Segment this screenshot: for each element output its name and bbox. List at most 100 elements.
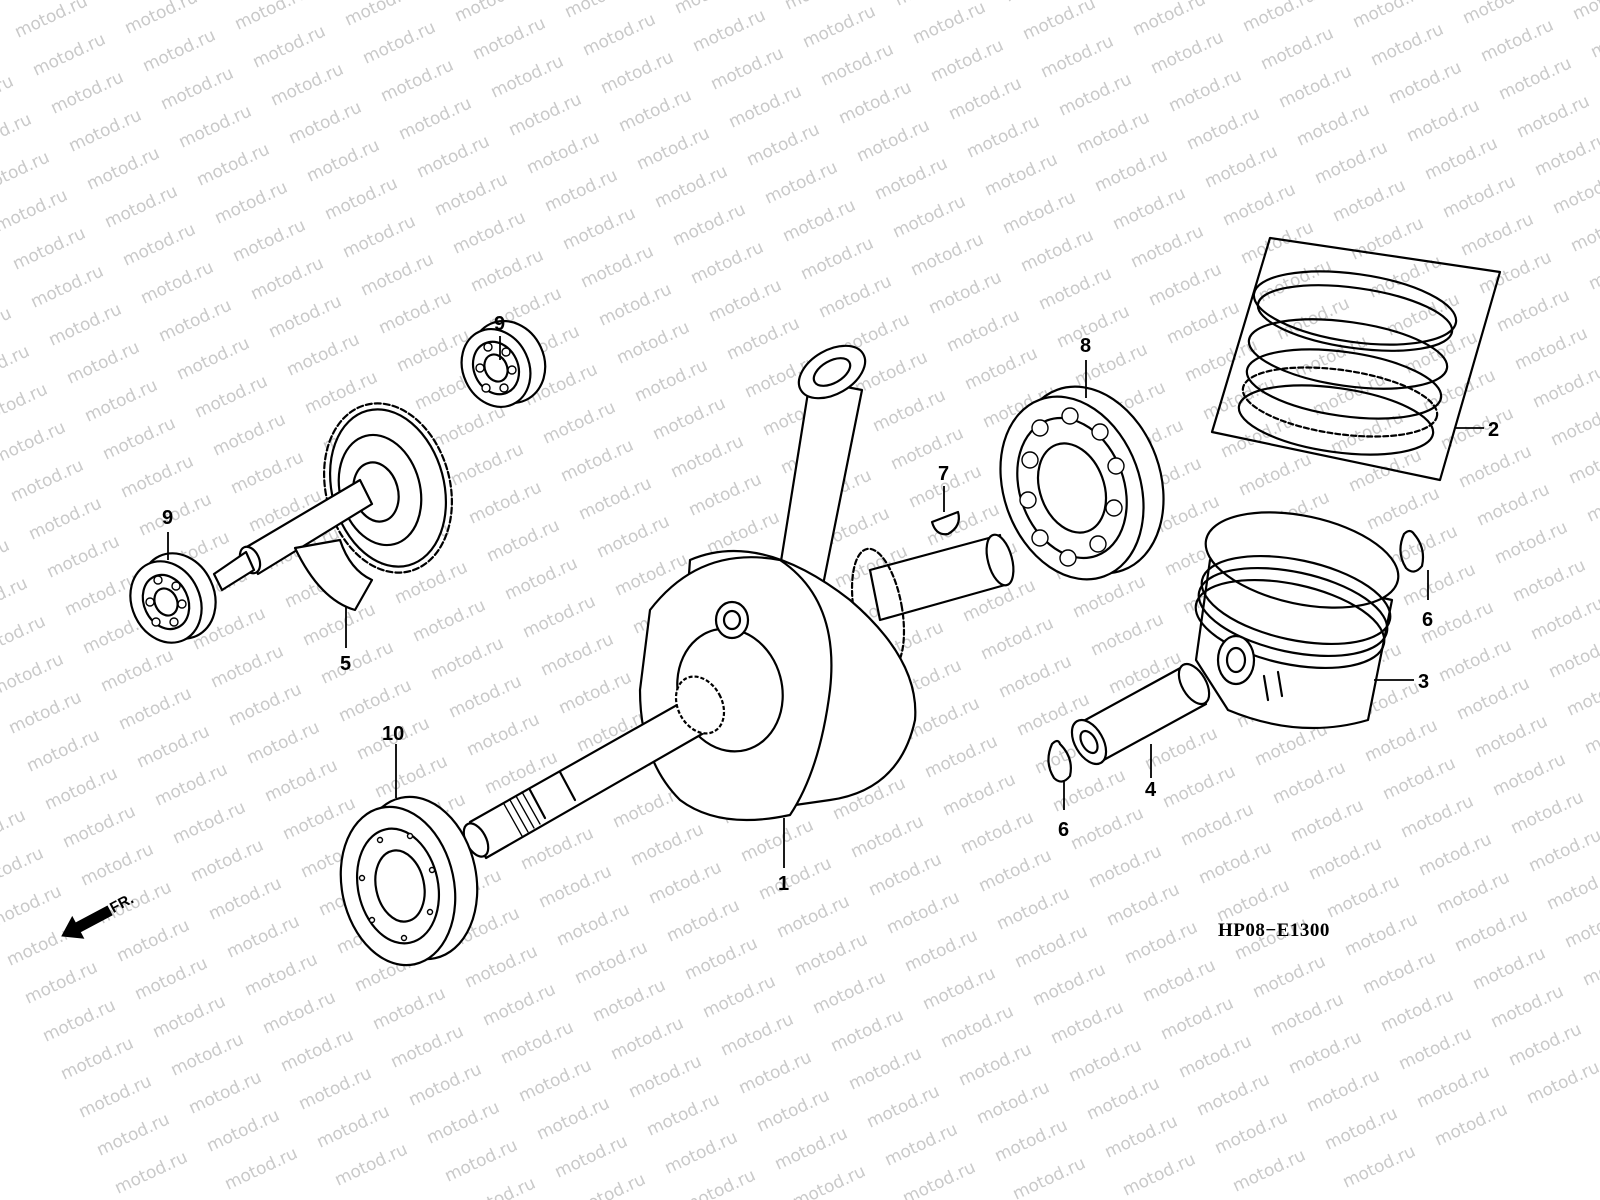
- woodruff-key-7[interactable]: [930, 510, 960, 536]
- watermark-text: motod.ru: [652, 161, 731, 212]
- watermark-text: motod.ru: [410, 595, 489, 646]
- watermark-text: motod.ru: [462, 941, 541, 992]
- watermark-text: motod.ru: [578, 241, 657, 292]
- watermark-text: motod.ru: [1488, 981, 1567, 1032]
- watermark-text: motod.ru: [1544, 863, 1600, 914]
- watermark-text: motod.ru: [1434, 867, 1513, 918]
- circlip-6-right[interactable]: [1399, 529, 1425, 573]
- piston-pin-4[interactable]: [1065, 659, 1216, 770]
- watermark-text: motod.ru: [596, 279, 675, 330]
- watermark-text: motod.ru: [0, 341, 33, 392]
- watermark-text: motod.ru: [0, 881, 65, 932]
- watermark-text: motod.ru: [1524, 1057, 1600, 1108]
- watermark-text: motod.ru: [608, 1013, 687, 1064]
- watermark-text: motod.ru: [58, 1033, 137, 1084]
- piston-3[interactable]: [1188, 497, 1407, 730]
- watermark-text: motod.ru: [598, 47, 677, 98]
- watermark-text: motod.ru: [738, 815, 817, 866]
- balancer-shaft-5[interactable]: [212, 389, 470, 612]
- watermark-text: motod.ru: [1196, 837, 1275, 888]
- watermark-text: motod.ru: [884, 887, 963, 938]
- callout-7[interactable]: 7: [938, 463, 949, 485]
- watermark-text: motod.ru: [1322, 1103, 1401, 1154]
- watermark-text: motod.ru: [1140, 955, 1219, 1006]
- watermark-text: motod.ru: [1056, 69, 1135, 120]
- watermark-text: motod.ru: [460, 1173, 539, 1200]
- watermark-text: motod.ru: [1514, 91, 1593, 142]
- watermark-text: motod.ru: [484, 515, 563, 566]
- watermark-text: motod.ru: [250, 21, 329, 72]
- watermark-text: motod.ru: [0, 649, 67, 700]
- watermark-text: motod.ru: [138, 257, 217, 308]
- watermark-text: motod.ru: [1270, 757, 1349, 808]
- watermark-text: motod.ru: [1580, 939, 1600, 990]
- callout-4[interactable]: 4: [1145, 779, 1157, 801]
- watermark-text: motod.ru: [908, 229, 987, 280]
- watermark-text: motod.ru: [1550, 167, 1600, 218]
- watermark-text: motod.ru: [982, 149, 1061, 200]
- watermark-text: motod.ru: [1364, 483, 1443, 534]
- watermark-text: motod.ru: [744, 119, 823, 170]
- watermark-text: motod.ru: [1496, 53, 1575, 104]
- watermark-text: motod.ru: [248, 253, 327, 304]
- watermark-text: motod.ru: [488, 51, 567, 102]
- watermark-text: motod.ru: [1166, 65, 1245, 116]
- watermark-text: motod.ru: [670, 199, 749, 250]
- watermark-text: motod.ru: [414, 131, 493, 182]
- circlip-6-left[interactable]: [1047, 739, 1072, 783]
- callout-8[interactable]: 8: [1080, 335, 1091, 357]
- watermark-text: motod.ru: [700, 971, 779, 1022]
- watermark-text: motod.ru: [208, 641, 287, 692]
- bearing-10[interactable]: [327, 786, 492, 976]
- watermark-text: motod.ru: [358, 249, 437, 300]
- watermark-text: motod.ru: [870, 385, 949, 436]
- callout-6-left[interactable]: 6: [1058, 819, 1069, 841]
- watermark-text: motod.ru: [1472, 711, 1551, 762]
- bearing-8[interactable]: [976, 366, 1189, 600]
- callout-5[interactable]: 5: [340, 653, 351, 675]
- callout-1[interactable]: 1: [778, 873, 789, 895]
- watermark-text: motod.ru: [210, 409, 289, 460]
- watermark-text: motod.ru: [376, 287, 455, 338]
- callout-2[interactable]: 2: [1488, 419, 1499, 441]
- callout-9-lower[interactable]: 9: [162, 507, 173, 529]
- callout-9-upper[interactable]: 9: [494, 313, 505, 335]
- watermark-text: motod.ru: [94, 1109, 173, 1160]
- watermark-text: motod.ru: [1102, 1111, 1181, 1162]
- piston-ring-set-2[interactable]: [1210, 236, 1502, 482]
- watermark-text: motod.ru: [1562, 901, 1600, 952]
- watermark-text: motod.ru: [1240, 0, 1319, 37]
- callout-6-right[interactable]: 6: [1422, 609, 1433, 631]
- watermark-text: motod.ru: [910, 0, 989, 49]
- watermark-text: motod.ru: [1368, 19, 1447, 70]
- watermark-text: motod.ru: [570, 1169, 649, 1200]
- watermark-text: motod.ru: [448, 439, 527, 490]
- watermark-text: motod.ru: [244, 717, 323, 768]
- watermark-text: motod.ru: [762, 157, 841, 208]
- bearing-9-upper[interactable]: [449, 309, 558, 418]
- watermark-text: motod.ru: [1088, 609, 1167, 660]
- watermark-text: motod.ru: [928, 35, 1007, 86]
- watermark-text: motod.ru: [1530, 361, 1600, 412]
- watermark-text: motod.ru: [992, 1115, 1071, 1166]
- watermark-text: motod.ru: [836, 77, 915, 128]
- watermark-text: motod.ru: [708, 43, 787, 94]
- watermark-text: motod.ru: [1526, 825, 1600, 876]
- watermark-text: motod.ru: [1340, 1141, 1419, 1192]
- watermark-text: motod.ru: [12, 0, 91, 43]
- callout-10[interactable]: 10: [382, 723, 404, 745]
- watermark-text: motod.ru: [1294, 99, 1373, 150]
- crankshaft-assembly-1[interactable]: [459, 335, 1019, 861]
- watermark-text: motod.ru: [1218, 411, 1297, 462]
- watermark-text: motod.ru: [772, 1123, 851, 1174]
- watermark-text: motod.ru: [1506, 1019, 1585, 1070]
- watermark-text: motod.ru: [1020, 0, 1099, 45]
- watermark-text: motod.ru: [888, 423, 967, 474]
- callout-3[interactable]: 3: [1418, 671, 1429, 693]
- watermark-text: motod.ru: [792, 929, 871, 980]
- bearing-9-lower[interactable]: [117, 541, 229, 655]
- watermark-text: motod.ru: [686, 469, 765, 520]
- watermark-text: motod.ru: [1510, 555, 1589, 606]
- watermark-text: motod.ru: [432, 169, 511, 220]
